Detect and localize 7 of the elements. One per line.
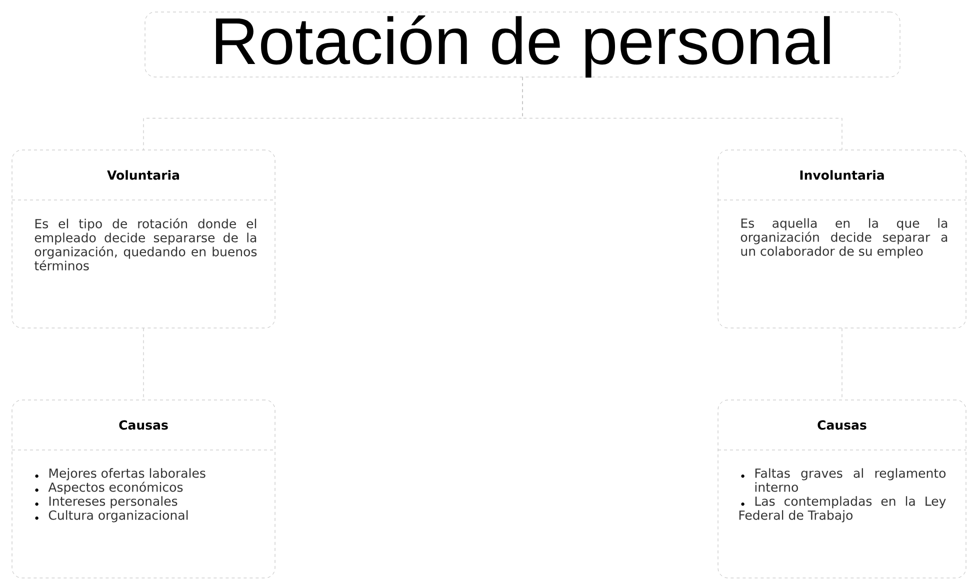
connector	[522, 77, 842, 150]
card: Involuntaria Es aquella en la que la organización decide separar a un colaborador de su empleo	[718, 150, 966, 328]
card: Causas Faltas graves al reglamento interno Las contempladas en la Ley Federal de Trabajo	[718, 400, 966, 578]
card: Voluntaria Es el tipo de rotación donde el empleado decide separarse de la organización, quedando en buenos términos	[12, 150, 276, 328]
card: Causas Mejores ofertas laborales Aspectos económicos Intereses personales Cultura organizacional	[12, 400, 276, 578]
title-box: Rotación de personal	[144, 12, 900, 78]
connector	[143, 328, 144, 400]
